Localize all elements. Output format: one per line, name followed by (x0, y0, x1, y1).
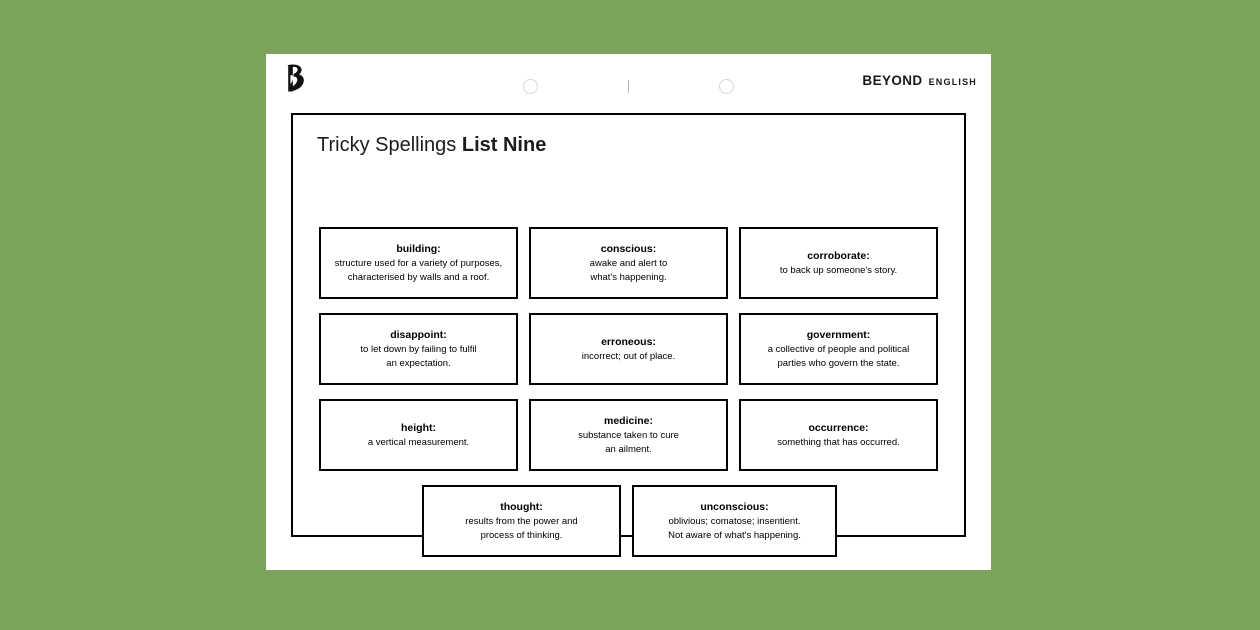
word-definition: incorrect; out of place. (581, 351, 676, 363)
word-definition: something that has occurred. (777, 437, 900, 449)
binding-tick-icon (628, 80, 629, 93)
word-definition: to let down by failing to fulfil an expe… (360, 344, 477, 369)
word-definition: structure used for a variety of purposes… (334, 258, 503, 283)
word-term: medicine: (603, 415, 653, 428)
word-term: height: (401, 421, 436, 434)
binding-circle-right-icon (719, 79, 734, 94)
page-title-regular: Tricky Spellings (317, 134, 462, 156)
content-frame: Tricky Spellings List Nine building: str… (291, 113, 966, 557)
word-term: thought: (500, 501, 543, 514)
word-card[interactable]: erroneous: incorrect; out of place. (529, 313, 728, 385)
brand-wordmark-secondary: ENGLISH (928, 77, 977, 87)
word-card[interactable]: unconscious: oblivious; comatose; insent… (632, 485, 837, 557)
page-title-bold: List Nine (461, 134, 547, 156)
word-card[interactable]: thought: results from the power and proc… (422, 485, 621, 557)
word-term: unconscious: (700, 501, 769, 514)
word-card-grid: building: structure used for a variety o… (319, 227, 940, 571)
word-term: corroborate: (807, 249, 870, 262)
word-term: occurrence: (808, 421, 869, 434)
card-row: building: structure used for a variety o… (319, 227, 940, 299)
word-card[interactable]: conscious: awake and alert to what's hap… (529, 227, 728, 299)
word-term: conscious: (600, 243, 657, 256)
card-row: disappoint: to let down by failing to fu… (319, 313, 940, 385)
word-term: disappoint: (390, 329, 447, 342)
word-definition: a vertical measurement. (367, 437, 470, 449)
word-card[interactable]: medicine: substance taken to cure an ail… (529, 399, 728, 471)
brand-wordmark: BEYOND ENGLISH (862, 73, 977, 88)
word-card[interactable]: disappoint: to let down by failing to fu… (319, 313, 518, 385)
page-header: BEYOND ENGLISH (266, 54, 991, 113)
word-card[interactable]: occurrence: something that has occurred. (739, 399, 938, 471)
page-title: Tricky Spellings List Nine (317, 134, 546, 157)
card-row: thought: results from the power and proc… (319, 485, 940, 557)
word-definition: awake and alert to what's happening. (589, 258, 668, 283)
worksheet-page: BEYOND ENGLISH Tricky Spellings List Nin… (266, 54, 991, 570)
word-card[interactable]: building: structure used for a variety o… (319, 227, 518, 299)
word-definition: substance taken to cure an ailment. (578, 430, 679, 455)
word-card[interactable]: government: a collective of people and p… (739, 313, 938, 385)
word-term: government: (806, 329, 871, 342)
word-term: building: (396, 243, 441, 256)
word-definition: oblivious; comatose; insentient. Not awa… (668, 516, 801, 541)
word-card[interactable]: height: a vertical measurement. (319, 399, 518, 471)
card-row: height: a vertical measurement. medicine… (319, 399, 940, 471)
word-definition: to back up someone's story. (779, 265, 898, 277)
word-definition: a collective of people and political par… (767, 344, 910, 369)
beyond-b-logo-icon (281, 63, 307, 93)
binding-circle-left-icon (523, 79, 538, 94)
brand-wordmark-primary: BEYOND (862, 73, 923, 88)
word-definition: results from the power and process of th… (465, 516, 578, 541)
word-term: erroneous: (601, 335, 656, 348)
word-card[interactable]: corroborate: to back up someone's story. (739, 227, 938, 299)
